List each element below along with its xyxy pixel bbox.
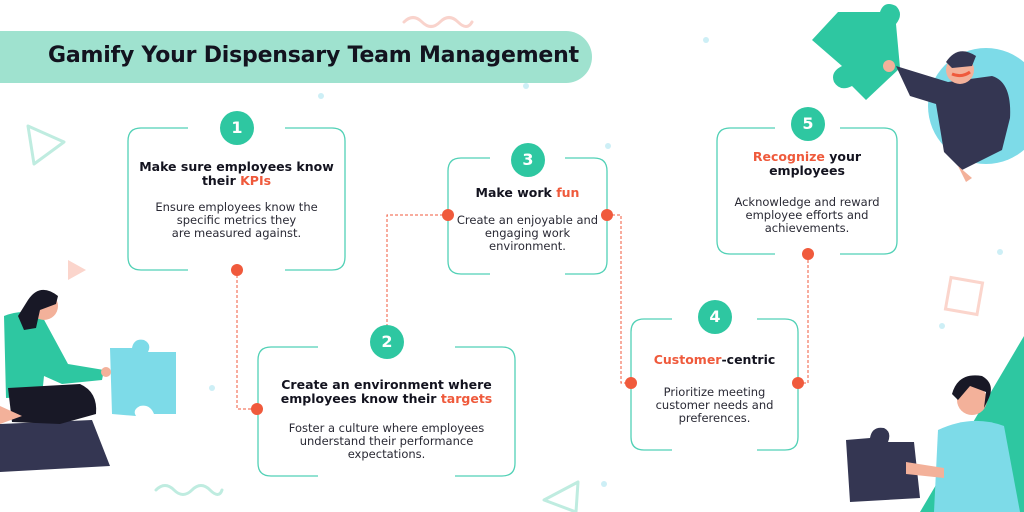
dot-decoration bbox=[939, 323, 945, 329]
dot-decoration bbox=[209, 385, 215, 391]
page-title: Gamify Your Dispensary Team Management bbox=[48, 43, 579, 68]
step-title: Recognize your employees bbox=[752, 149, 862, 178]
square-outline-decoration bbox=[943, 275, 985, 317]
connector-dot bbox=[802, 248, 814, 260]
step-title: Create an environment where employees kn… bbox=[280, 377, 493, 406]
connector-dot bbox=[601, 209, 613, 221]
step-number-badge: 3 bbox=[511, 143, 545, 177]
connector-dot bbox=[625, 377, 637, 389]
triangle-outline-bottom-decoration bbox=[542, 480, 580, 512]
connector-dot bbox=[442, 209, 454, 221]
connector-1-2 bbox=[236, 270, 257, 410]
step-number-badge: 5 bbox=[791, 107, 825, 141]
dot-decoration bbox=[318, 93, 324, 99]
step-title: Make work fun bbox=[475, 185, 580, 200]
triangle-outline-decoration bbox=[26, 124, 66, 166]
connector-dots bbox=[231, 209, 814, 415]
squiggle-top-decoration bbox=[402, 16, 474, 28]
man-with-puzzle-illustration bbox=[812, 4, 1024, 182]
connector-dot bbox=[792, 377, 804, 389]
woman-with-puzzle-illustration bbox=[0, 289, 176, 472]
step-number-badge: 2 bbox=[370, 325, 404, 359]
dot-decoration bbox=[601, 481, 607, 487]
title-banner bbox=[0, 31, 592, 83]
woman-with-dark-puzzle-illustration bbox=[846, 336, 1024, 512]
dot-decoration bbox=[605, 143, 611, 149]
connector-dot bbox=[231, 264, 243, 276]
squiggle-bottom-decoration bbox=[154, 484, 224, 496]
dot-decoration bbox=[997, 249, 1003, 255]
step-number-badge: 4 bbox=[698, 300, 732, 334]
connector-3-4 bbox=[607, 214, 631, 384]
dot-decoration bbox=[523, 83, 529, 89]
dot-decoration bbox=[703, 37, 709, 43]
connector-2-3 bbox=[386, 214, 448, 347]
step-number-badge: 1 bbox=[220, 111, 254, 145]
card-frame-5 bbox=[716, 127, 898, 255]
small-triangle-decoration bbox=[68, 260, 86, 280]
step-title: Customer-centric bbox=[653, 352, 776, 367]
card-frame-1 bbox=[127, 127, 346, 271]
step-title: Make sure employees know their KPIs bbox=[139, 159, 334, 188]
connector-dot bbox=[251, 403, 263, 415]
connector-4-5 bbox=[798, 254, 809, 384]
